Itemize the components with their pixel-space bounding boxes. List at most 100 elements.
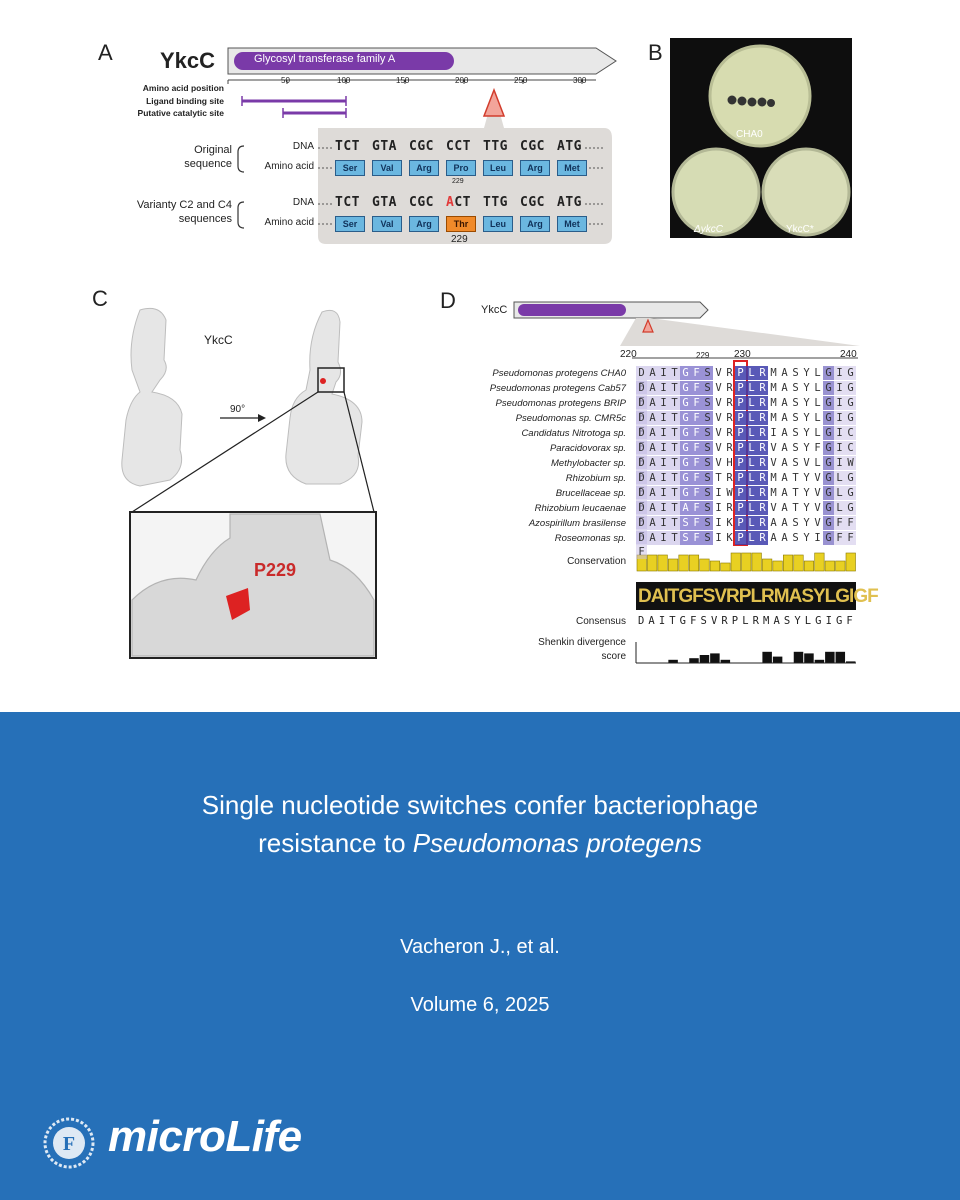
aa-original-5: Leu	[483, 160, 513, 176]
alignment-cell: Y	[803, 382, 810, 394]
alignment-cell: K	[726, 517, 733, 529]
alignment-cell: A	[647, 531, 658, 545]
authors: Vacheron J., et al.	[400, 936, 560, 958]
conservation-bar	[835, 560, 846, 572]
alignment-cell: I	[814, 532, 821, 544]
alignment-cell: S	[680, 516, 691, 530]
title-line-2: resistance to Pseudomonas protegens	[0, 824, 960, 862]
dna-label-variant: DNA	[292, 197, 314, 208]
plate-ykcc-star	[761, 147, 851, 237]
alignment-cell: F	[691, 411, 702, 425]
alignment-cell: A	[781, 427, 788, 439]
alignment-cell: F	[691, 516, 702, 530]
alignment-cell: V	[715, 412, 722, 424]
residue-label: P229	[254, 560, 297, 580]
alignment-cell: V	[715, 367, 722, 379]
alignment-cell: T	[669, 426, 680, 440]
domain-mini-bar	[518, 304, 626, 316]
alignment-cell: S	[702, 411, 713, 425]
consensus-sequence: DAITGFSVRPLRMASYLGIGF	[638, 615, 857, 627]
original-label-2: sequence	[184, 158, 232, 170]
species-4: Pseudomonas sp. CMR5c	[515, 413, 626, 424]
sequence-logo	[636, 582, 856, 610]
axis-label: Amino acid position	[142, 83, 224, 93]
aa-original-4: Pro	[446, 160, 476, 176]
shenkin-bar	[793, 651, 804, 663]
alignment-cell: A	[647, 516, 658, 530]
codon-original-7: ATG	[557, 139, 582, 154]
alignment-cell: S	[792, 457, 799, 469]
codon-variant-1: TCT	[335, 195, 360, 210]
variant-label-2: sequences	[178, 213, 232, 225]
tick-100: 100	[337, 76, 351, 85]
conservation-label: Conservation	[567, 556, 626, 567]
alignment-cell: S	[792, 367, 799, 379]
conservation-bar	[709, 560, 720, 572]
conservation-bar	[657, 554, 668, 572]
conservation-bar	[720, 562, 731, 572]
alignment-cell: Y	[803, 487, 810, 499]
alignment-cell: I	[658, 531, 669, 545]
alignment-cell: G	[680, 471, 691, 485]
title-banner: Single nucleotide switches confer bacter…	[0, 712, 960, 1200]
alignment-cell: D	[636, 486, 647, 500]
alignment-row: DAITGFSVRPLRVASYFGICF	[636, 441, 856, 469]
alignment-cell: G	[823, 441, 834, 455]
alignment-cell: A	[647, 396, 658, 410]
alignment-cell: G	[845, 381, 856, 395]
alignment-cell: P	[735, 486, 746, 500]
shenkin-bar	[710, 653, 720, 663]
title-species: Pseudomonas protegens	[412, 828, 702, 858]
alignment-cell: R	[757, 411, 768, 425]
alignment-cell: T	[792, 502, 799, 514]
alignment-cell: I	[834, 366, 845, 380]
alignment-cell: S	[792, 517, 799, 529]
alignment-cell: L	[746, 471, 757, 485]
alignment-cell: S	[702, 396, 713, 410]
alignment-row: DAITGFSIWPLRMATYVGLGF	[636, 486, 856, 514]
alignment-cell: F	[691, 381, 702, 395]
alignment-cell: F	[691, 441, 702, 455]
alignment-cell: G	[680, 366, 691, 380]
alignment-cell: R	[726, 472, 733, 484]
alignment-cell: A	[781, 472, 788, 484]
species-7: Methylobacter sp.	[551, 458, 626, 469]
conservation-bar	[688, 554, 700, 572]
alignment-cell: T	[669, 471, 680, 485]
alignment-cell: V	[814, 502, 821, 514]
alignment-cell: V	[770, 457, 777, 469]
conservation-bar	[762, 558, 773, 572]
alignment-cell: T	[669, 441, 680, 455]
shenkin-bar	[699, 655, 710, 663]
alignment-cell: I	[715, 502, 722, 514]
alignment-cell: L	[746, 366, 757, 380]
alignment-cell: D	[636, 501, 647, 515]
alignment-cell: G	[823, 516, 834, 530]
alignment-cell: I	[834, 456, 845, 470]
alignment-cell: L	[814, 457, 821, 469]
tick-50: 50	[281, 76, 290, 85]
alignment-cell: T	[669, 516, 680, 530]
species-5: Candidatus Nitrotoga sp.	[521, 428, 626, 439]
alignment-cell: P	[735, 531, 746, 545]
codon-variant-2: GTA	[372, 195, 397, 210]
alignment-cell: S	[680, 531, 691, 545]
structure-front	[121, 307, 183, 487]
alignment-cell: G	[680, 426, 691, 440]
alignment-row: DAITSFSIKPLRAASYVGFFF	[636, 516, 856, 544]
alignment-cell: S	[702, 456, 713, 470]
alignment-cell: G	[680, 456, 691, 470]
alignment-cell: Y	[803, 427, 810, 439]
panel-c-gene: YkcC	[204, 333, 233, 347]
alignment-cell: M	[770, 412, 777, 424]
codon-variant-6: CGC	[520, 195, 545, 210]
tick-250: 250	[514, 76, 528, 85]
conservation-bar	[668, 558, 679, 572]
alignment-cell: R	[726, 427, 733, 439]
alignment-cell: I	[658, 501, 669, 515]
shenkin-bar	[835, 651, 846, 663]
inset-surface	[131, 513, 375, 657]
alignment-cell: I	[770, 427, 777, 439]
alignment-cell: S	[792, 397, 799, 409]
variant-label-1: Varianty C2 and C4	[136, 199, 232, 211]
